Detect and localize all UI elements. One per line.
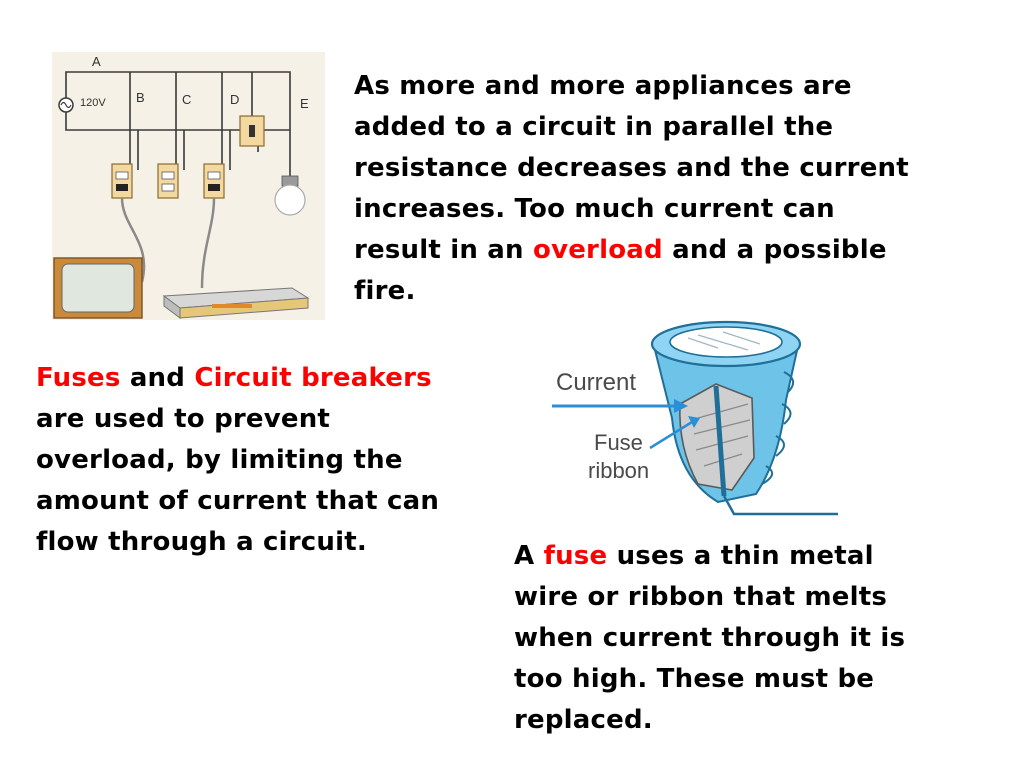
light-switch-icon <box>239 115 265 147</box>
power-cords <box>120 197 216 289</box>
label-fuse: Fuse <box>594 430 643 455</box>
label-current: Current <box>556 369 636 396</box>
text-fragment: uses a thin metal <box>607 541 874 571</box>
text-fragment: A <box>514 541 544 571</box>
label-e: E <box>300 96 309 111</box>
text-line: Fuses and Circuit breakers <box>36 358 516 399</box>
text-fragment: and <box>120 363 195 393</box>
text-fragment: and a possible <box>662 235 887 265</box>
overload-paragraph: As more and more appliances are added to… <box>354 66 994 312</box>
text-line: flow through a circuit. <box>36 527 367 557</box>
text-fragment: result in an <box>354 235 534 265</box>
light-bulb-icon <box>274 170 306 216</box>
text-line: overload, by limiting the <box>36 445 403 475</box>
fuse-body <box>650 320 838 516</box>
fuse-term: fuse <box>543 541 608 571</box>
outlet-icon <box>157 163 179 199</box>
text-line: fire. <box>354 276 416 306</box>
circuit-breakers-term: Circuit breakers <box>194 363 432 393</box>
text-line: result in an overload and a possible <box>354 230 994 271</box>
overload-term: overload <box>533 235 663 265</box>
label-c: C <box>182 92 191 107</box>
stereo-icon <box>162 287 310 319</box>
text-line: resistance decreases and the current <box>354 153 909 183</box>
text-line: added to a circuit in parallel the <box>354 112 834 142</box>
label-a: A <box>92 54 101 69</box>
television-icon <box>53 257 143 319</box>
text-line: when current through it is <box>514 623 906 653</box>
parallel-circuit-illustration: A 120V B C D E <box>52 52 325 320</box>
current-arrow-icon <box>552 399 688 413</box>
outlet-icon <box>203 163 225 199</box>
text-line: too high. These must be <box>514 664 875 694</box>
label-voltage: 120V <box>80 97 106 109</box>
fuse-pointer-arrow-icon <box>649 416 700 450</box>
text-line: are used to prevent <box>36 404 331 434</box>
fuse-illustration: Current Fuse ribbon <box>552 320 838 516</box>
outlet-icon <box>111 163 133 199</box>
label-ribbon: ribbon <box>588 458 649 483</box>
text-line: As more and more appliances are <box>354 71 852 101</box>
text-line: amount of current that can <box>36 486 440 516</box>
text-line: increases. Too much current can <box>354 194 835 224</box>
label-b: B <box>136 90 145 105</box>
label-d: D <box>230 92 239 107</box>
text-line: wire or ribbon that melts <box>514 582 888 612</box>
text-line: A fuse uses a thin metal <box>514 536 984 577</box>
fuses-breakers-paragraph: Fuses and Circuit breakers are used to p… <box>36 358 516 563</box>
fuses-term: Fuses <box>36 363 121 393</box>
fuse-description-paragraph: A fuse uses a thin metal wire or ribbon … <box>514 536 984 741</box>
text-line: replaced. <box>514 705 653 735</box>
